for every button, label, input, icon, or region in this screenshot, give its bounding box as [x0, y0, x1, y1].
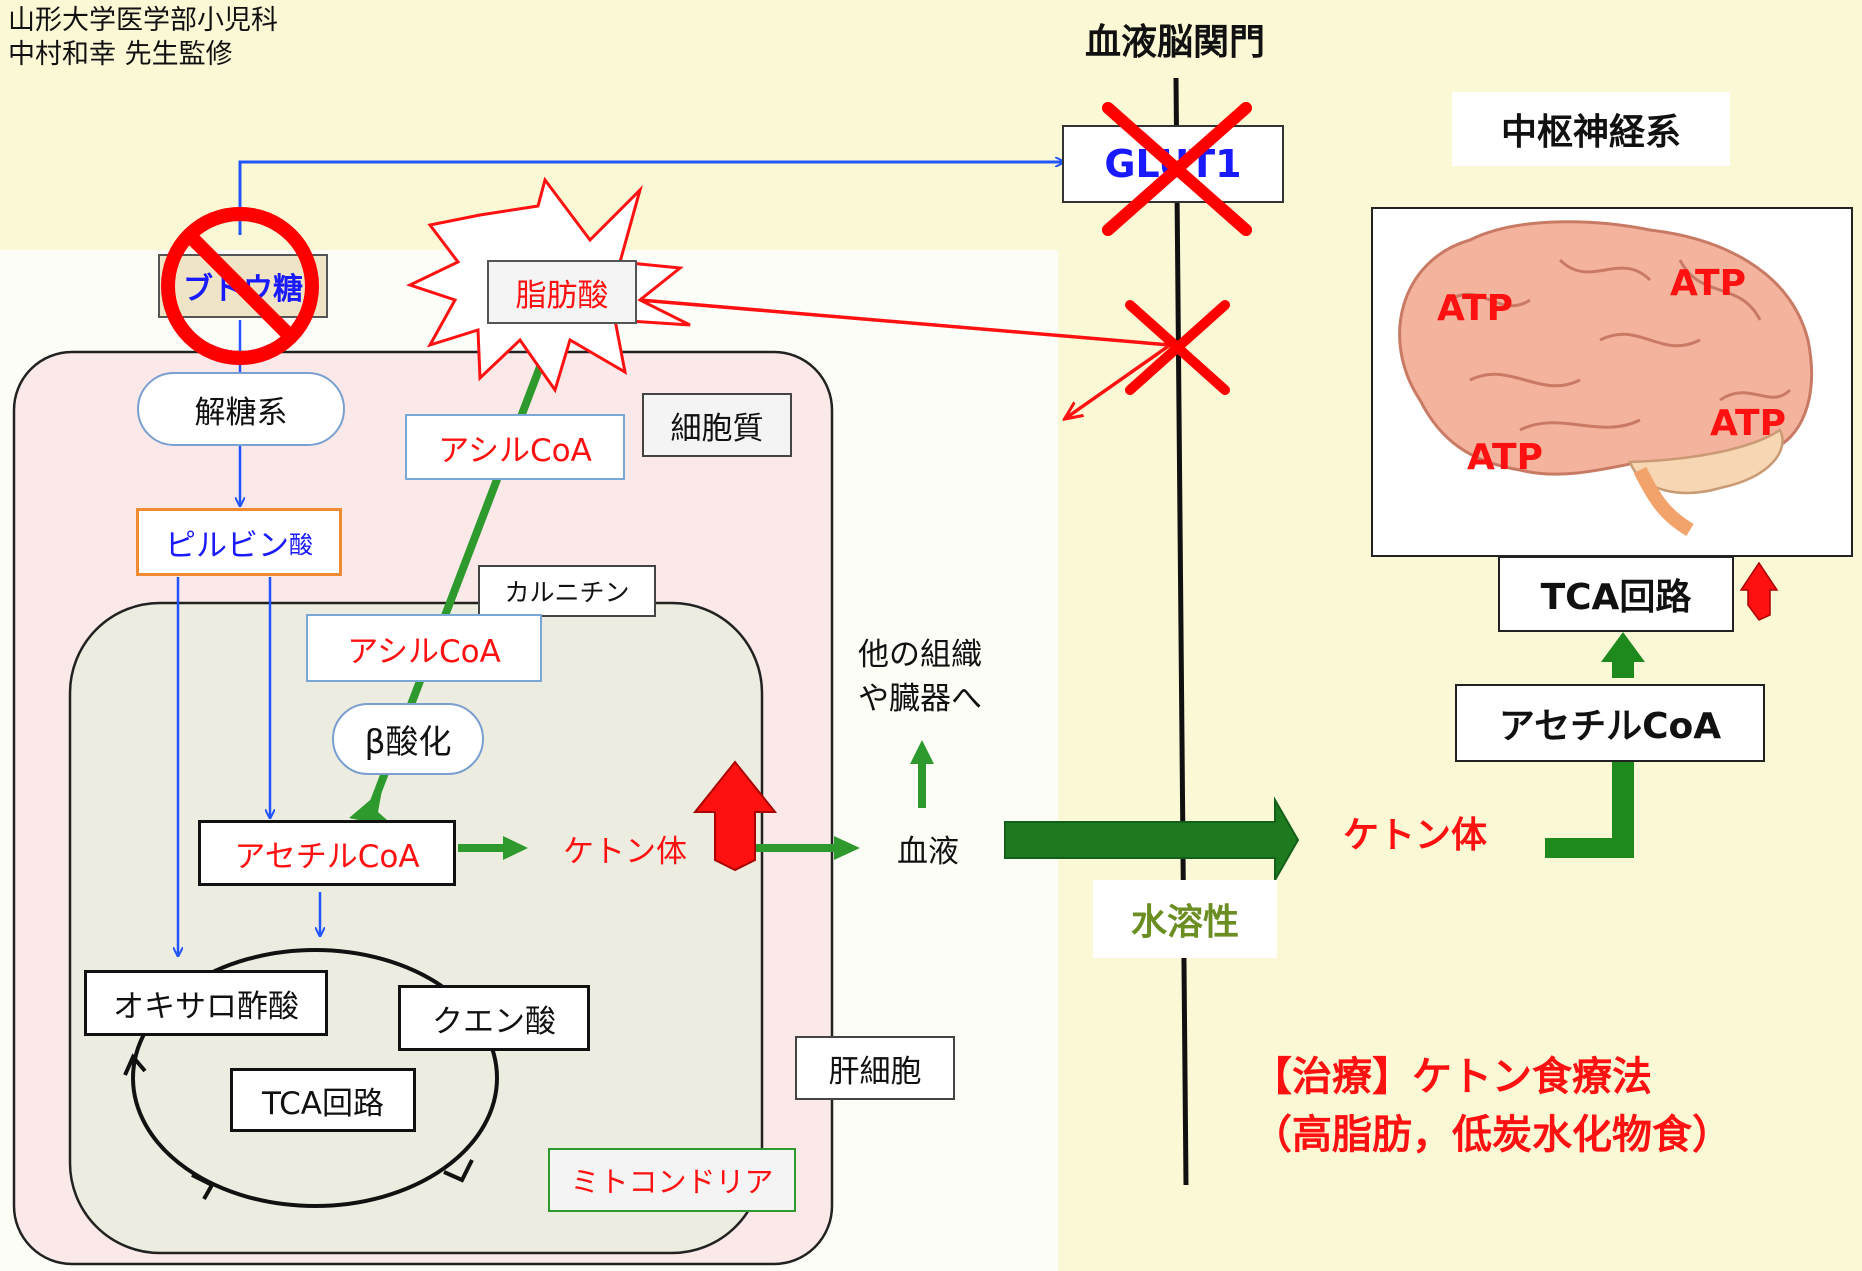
- atp-label-3: ATP: [1709, 402, 1786, 444]
- ketone-increase-arrow: [692, 760, 778, 872]
- atp-label-1: ATP: [1436, 287, 1513, 329]
- cytoplasm-label: 細胞質: [642, 393, 792, 457]
- other-tissues-text: 他の組織 や臓器へ: [858, 633, 982, 721]
- other-tissues-line2: や臓器へ: [858, 681, 982, 717]
- acylcoa-mitochondria-box: アシルCoA: [306, 614, 542, 682]
- credit-line1: 山形大学医学部小児科: [8, 5, 278, 36]
- ketone-to-blood-head: [834, 836, 860, 860]
- therapy-line1: 【治療】ケトン食療法: [1252, 1054, 1652, 1100]
- pyruvate-box: ピルビン酸: [136, 508, 342, 576]
- mitochondria-label: ミトコンドリア: [548, 1148, 796, 1212]
- carnitine-box: カルニチン: [478, 565, 656, 617]
- water-soluble-label: 水溶性: [1093, 880, 1277, 958]
- brain-tca-box: TCA回路: [1498, 556, 1734, 632]
- beta-oxidation-box: β酸化: [332, 703, 484, 775]
- fatty-acid-to-barrier: [639, 298, 1171, 347]
- acylcoa-cytoplasm-box: アシルCoA: [405, 414, 625, 480]
- tca-arrowhead-4: [123, 1053, 147, 1076]
- fatty-acid-box: 脂肪酸: [487, 260, 637, 324]
- citrate-box: クエン酸: [398, 985, 590, 1051]
- therapy-line2: （高脂肪，低炭水化物食）: [1252, 1112, 1732, 1158]
- ketone-to-acetylcoa-L: [1545, 754, 1634, 858]
- ketone-label: ケトン体: [563, 833, 687, 870]
- fatty-acid-arrowhead: [349, 790, 396, 828]
- glut1-box: GLUT1: [1062, 125, 1284, 203]
- brain-acetylcoa-box: アセチルCoA: [1455, 684, 1765, 762]
- cns-title: 中枢神経系: [1452, 92, 1730, 166]
- credit-text: 山形大学医学部小児科 中村和幸 先生監修: [8, 4, 278, 72]
- glucose-box: ブドウ糖: [158, 254, 328, 318]
- atp-label-2: ATP: [1669, 262, 1746, 304]
- tca-cycle-circle: [131, 948, 499, 1208]
- glycolysis-box: 解糖系: [137, 372, 345, 446]
- blood-to-brain-big-arrow: [1004, 796, 1300, 884]
- brain-ketone-label: ケトン体: [1342, 815, 1487, 856]
- brain-tca-increase-arrow: [1739, 561, 1779, 621]
- acetylcoa-box: アセチルCoA: [198, 820, 456, 886]
- credit-line2: 中村和幸 先生監修: [8, 39, 233, 70]
- acetylcoa-to-ketone-head: [503, 836, 528, 860]
- glucose-to-glut1-arrow: [238, 162, 1063, 235]
- tca-arrowhead-2: [443, 1159, 474, 1183]
- tca-box: TCA回路: [230, 1068, 416, 1132]
- blood-label: 血液: [897, 833, 959, 870]
- fatty-acid-deflect-arrow: [1066, 343, 1172, 418]
- acetylcoa-to-tca-head: [1601, 632, 1645, 662]
- hepatocyte-label: 肝細胞: [795, 1036, 955, 1100]
- pyruvate-label: ピルビン: [165, 527, 289, 564]
- other-tissues-line1: 他の組織: [858, 637, 982, 673]
- pyruvate-suffix: 酸: [289, 530, 313, 559]
- brain-illustration: [1398, 220, 1813, 537]
- atp-label-4: ATP: [1466, 436, 1543, 478]
- oxaloacetate-box: オキサロ酢酸: [84, 970, 328, 1036]
- tca-arrowhead-3: [191, 1173, 215, 1200]
- bbb-title: 血液脳関門: [1084, 22, 1265, 63]
- fatty-acid-blocked-x: [1125, 300, 1230, 395]
- blood-to-other-head: [910, 740, 934, 764]
- bbb-line: [1173, 77, 1189, 1186]
- therapy-text: 【治療】ケトン食療法 （高脂肪，低炭水化物食）: [1252, 1048, 1732, 1164]
